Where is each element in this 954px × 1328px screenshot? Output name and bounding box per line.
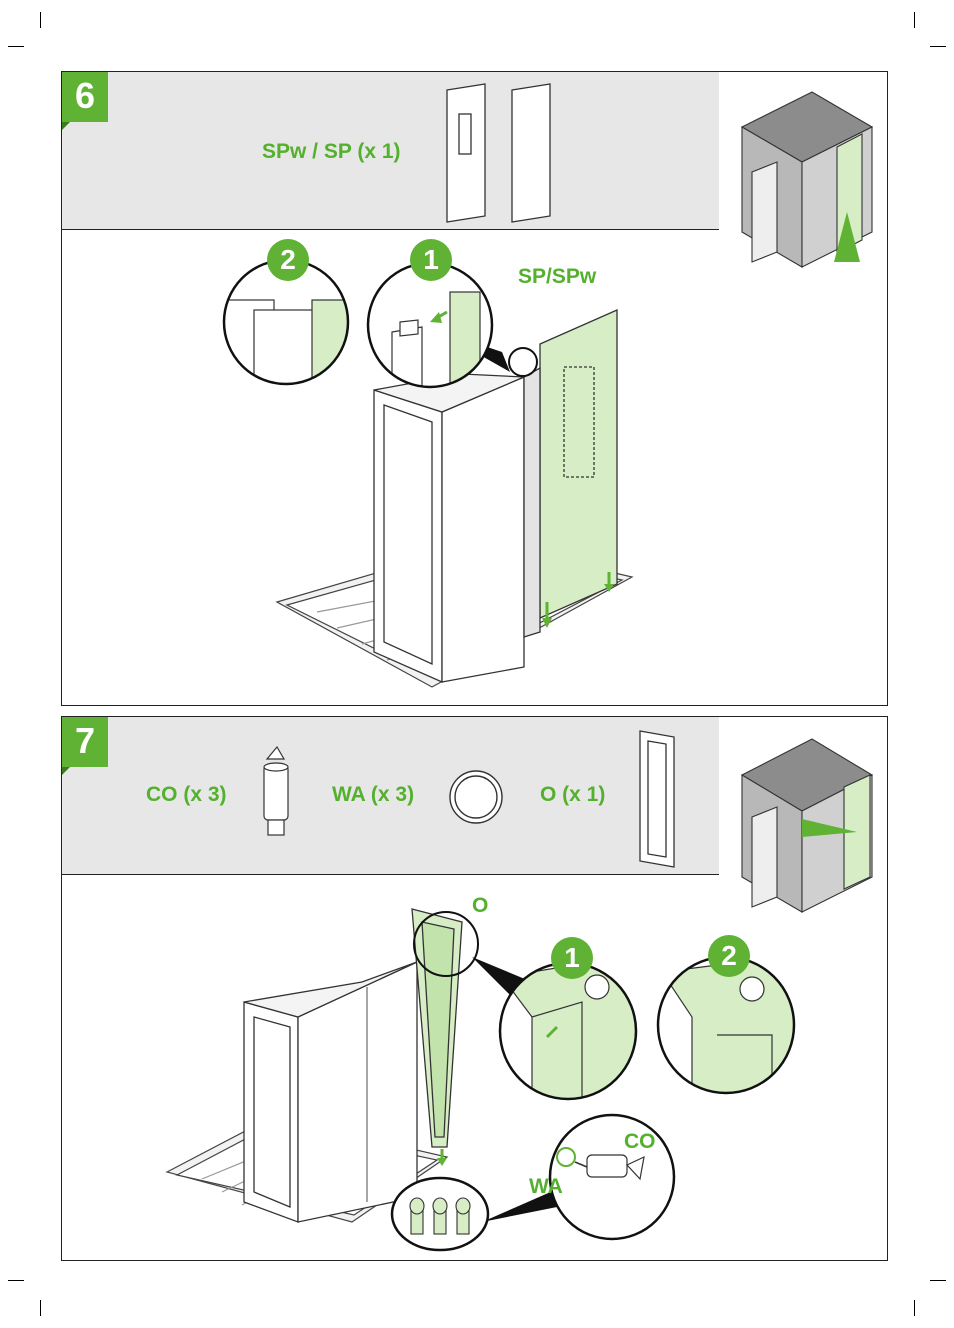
sp-panel-green: [523, 309, 618, 638]
o-label: O: [472, 894, 489, 917]
parts-band: [62, 717, 719, 875]
step7-drawing: [165, 730, 874, 1252]
parts-band: [62, 72, 719, 230]
shed-thumbnail: [740, 91, 874, 268]
crop-mark: [40, 1300, 41, 1316]
crop-mark: [914, 1300, 915, 1316]
step6-drawing: [222, 83, 874, 688]
crop-mark: [914, 12, 915, 28]
step-7-panel: 7 CO (x 3) WA (x 3) O (x 1): [61, 716, 888, 1261]
callout-number-1: 1: [410, 239, 452, 281]
profile-icon: [639, 730, 675, 868]
spw-panel-icon: [446, 83, 486, 223]
detail-callout-2: [222, 258, 350, 386]
connector-washer-detail: [548, 1113, 676, 1241]
crop-mark: [8, 46, 24, 47]
wall-panels: [243, 960, 418, 1223]
shed-thumbnail: [740, 738, 874, 913]
crop-mark: [930, 1280, 946, 1281]
part-label-co: CO (x 3): [146, 783, 227, 806]
callout-number-1: 1: [551, 937, 593, 979]
step-number-badge: 7: [62, 717, 108, 775]
connectors-group-detail: [390, 1176, 490, 1252]
detail-callout-1: [498, 961, 638, 1101]
crop-mark: [40, 12, 41, 28]
co-label: CO: [624, 1130, 656, 1153]
front-wall-panel: [373, 373, 525, 683]
part-label-wa: WA (x 3): [332, 783, 415, 806]
crop-mark: [8, 1280, 24, 1281]
wa-label: WA: [529, 1175, 563, 1198]
o-profile-green: [411, 908, 463, 1148]
callout-number-2: 2: [267, 239, 309, 281]
connector-icon: [263, 745, 289, 836]
sp-panel-icon: [511, 83, 551, 223]
detail-callout-1: [366, 261, 494, 389]
washer-icon: [449, 770, 503, 824]
step-number-badge: 6: [62, 72, 108, 130]
panel-label: SP/SPw: [518, 265, 597, 288]
part-label: SPw / SP (x 1): [262, 140, 401, 163]
crop-mark: [930, 46, 946, 47]
part-label-o: O (x 1): [540, 783, 606, 806]
callout-number-2: 2: [708, 935, 750, 977]
step-6-panel: 6 SPw / SP (x 1): [61, 71, 888, 706]
detail-callout-2: [656, 955, 796, 1095]
